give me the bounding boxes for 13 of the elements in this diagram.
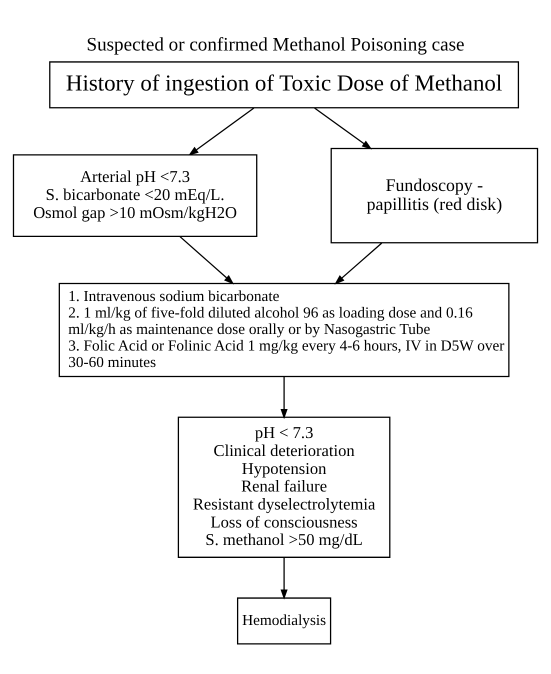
arrow (280, 558, 288, 600)
node-box: pH < 7.3 Clinical deterioration Hypotension Renal failure Resistant dyselectrolytemia Loss of consciousness S. methanol >50 mg/dL (178, 416, 390, 558)
node-box: 1. Intravenous sodium bicarbonate 2. 1 ml/kg of five-fold diluted alcohol 96 as loading dose and 0.16 ml/kg/h as maintenance dose orally or by Nasogastric Tube 3. Folic Acid or Folinic Acid 1 mg/kg every 4-6 hours, IV in D5W over 30-60 minutes (58, 282, 510, 378)
arrow (314, 108, 372, 150)
arrow (280, 376, 288, 420)
node-box: Arterial pH <7.3 S. bicarbonate <20 mEq/L. Osmol gap >10 mOsm/kgH2O (12, 154, 258, 238)
node-box: History of ingestion of Toxic Dose of Methanol (49, 61, 520, 108)
arrow (179, 236, 234, 284)
arrow (334, 242, 382, 285)
arrow (188, 108, 254, 156)
node-box: Fundoscopy - papillitis (red disk) (330, 148, 538, 244)
diagram-title: Suspected or confirmed Methanol Poisoning case (86, 34, 465, 56)
node-box: Hemodialysis (236, 597, 332, 645)
